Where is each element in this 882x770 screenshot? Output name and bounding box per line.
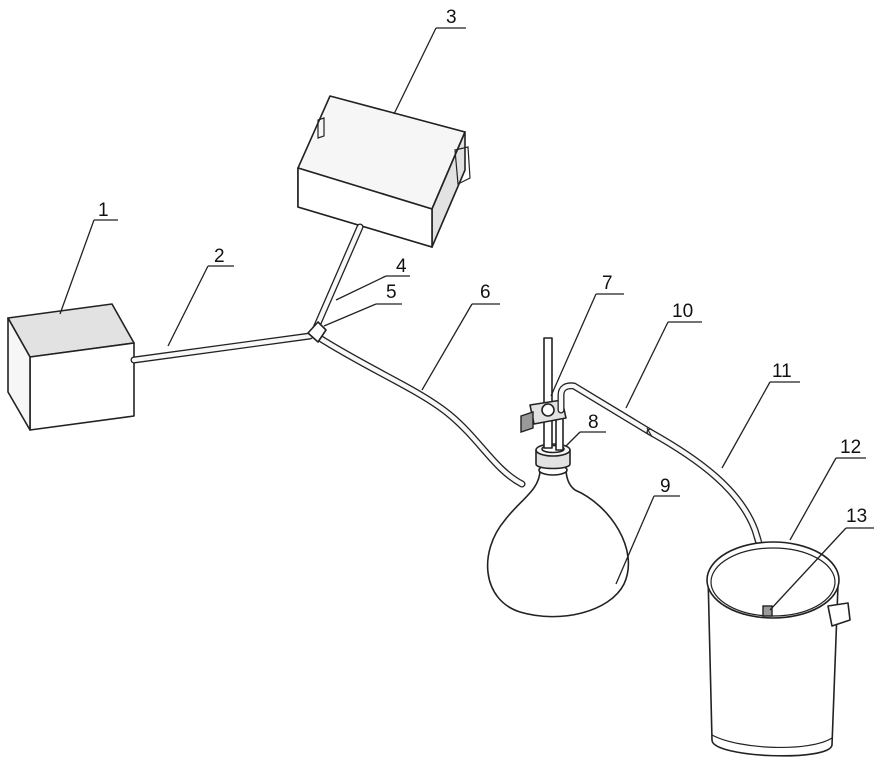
tube-2 <box>134 336 310 360</box>
flask-9 <box>488 444 629 617</box>
label-5: 5 <box>386 282 397 303</box>
component-3-box <box>298 96 470 247</box>
component-1-box <box>8 304 134 430</box>
label-10: 10 <box>672 301 693 322</box>
container-12 <box>707 542 850 756</box>
label-9: 9 <box>660 476 671 497</box>
label-6: 6 <box>480 282 491 303</box>
label-4: 4 <box>396 256 407 277</box>
label-12: 12 <box>840 437 861 458</box>
label-1: 1 <box>98 200 109 221</box>
label-11: 11 <box>772 361 792 382</box>
label-2: 2 <box>214 246 225 267</box>
label-13: 13 <box>846 506 867 527</box>
label-7: 7 <box>602 273 613 294</box>
tube-4 <box>316 227 360 328</box>
tube-6 <box>318 337 522 484</box>
label-8: 8 <box>588 412 599 433</box>
label-3: 3 <box>446 7 457 28</box>
tube-10 <box>561 386 650 432</box>
